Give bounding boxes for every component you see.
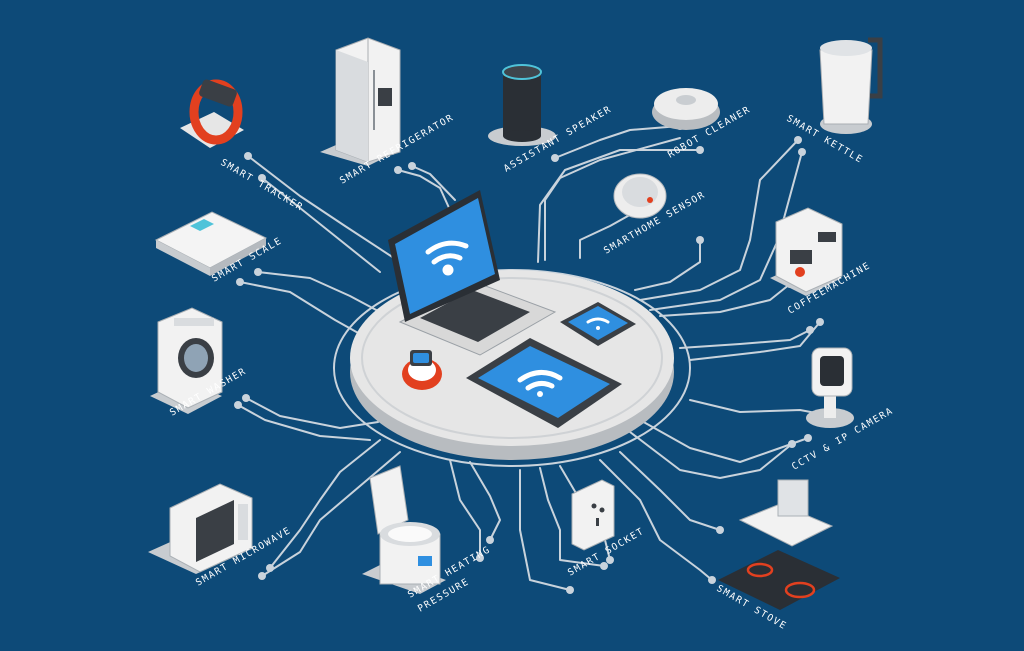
smartphone-icon [560, 302, 636, 346]
robot-cleaner-icon [652, 88, 720, 130]
smart-refrigerator-icon [320, 37, 401, 166]
smarthome-sensor-icon [613, 173, 667, 219]
smart-stove-icon [718, 479, 840, 610]
smart-scale-icon [154, 211, 268, 276]
smart-microwave-icon [148, 483, 254, 574]
tablet-icon [466, 338, 622, 428]
smart-tracker-icon [180, 79, 244, 148]
smart-kettle-icon [819, 37, 883, 134]
smartwatch-icon [402, 350, 442, 390]
assistant-speaker-icon [488, 64, 556, 146]
wifi-icon [425, 240, 469, 276]
laptop-icon [388, 190, 557, 356]
connection-lines [237, 125, 833, 591]
smart-socket-icon [571, 479, 615, 551]
cctv-camera-icon [806, 347, 854, 428]
smart-heating-pressure-icon [362, 465, 446, 594]
connector-dots [234, 122, 836, 594]
coffeemachine-icon [770, 207, 843, 296]
smart-washer-icon [150, 307, 223, 414]
